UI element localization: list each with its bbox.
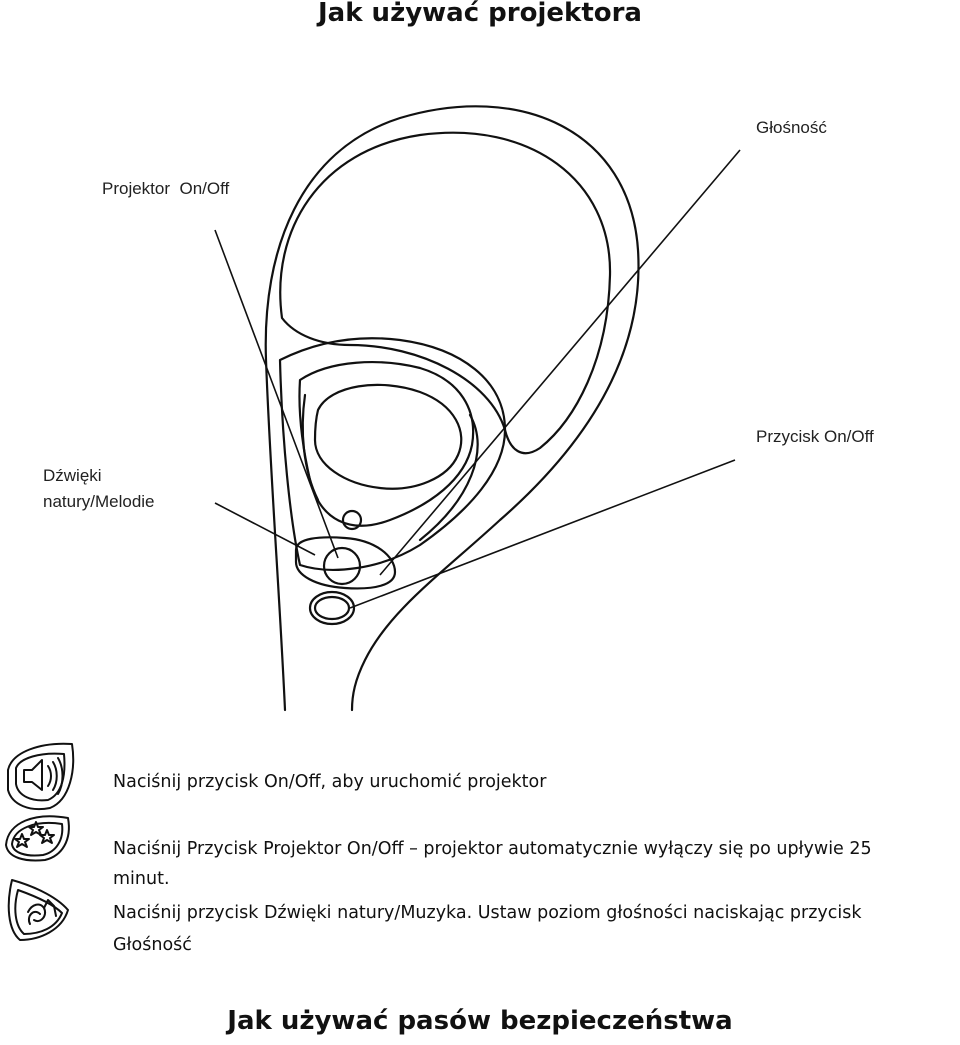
leader-volume [379,149,741,576]
instruction-step1: Naciśnij przycisk On/Off, aby uruchomić … [113,772,547,792]
power-button [308,590,356,626]
callout-power-onoff: Przycisk On/Off [756,427,874,446]
dome-inner [279,131,612,455]
device-outline [264,105,640,712]
section-heading-seatbelts: Jak używać pasów bezpieczeństwa [227,1006,733,1036]
callout-nature-sounds-line2: natury/Melodie [43,492,155,511]
instruction-step3-line2: Głośność [113,935,192,955]
projector-button [322,546,362,586]
leader-sounds [214,502,316,556]
callout-nature-sounds-line1: Dźwięki [43,466,102,485]
instruction-step3-line1: Naciśnij przycisk Dźwięki natury/Muzyka.… [113,903,862,923]
button-cluster [294,536,397,590]
leader-projector [214,229,339,559]
leader-power [349,459,736,609]
instruction-step2-line2: minut. [113,869,170,889]
indicator-hole [341,509,363,531]
page-title: Jak używać projektora [318,0,642,28]
lens-inner [313,383,463,490]
callout-projector-onoff: Projektor On/Off [102,179,230,198]
callout-volume: Głośność [756,118,827,137]
instruction-step2-line1: Naciśnij Przycisk Projektor On/Off – pro… [113,839,872,859]
face-panel [278,337,507,571]
lens-housing [298,361,475,527]
